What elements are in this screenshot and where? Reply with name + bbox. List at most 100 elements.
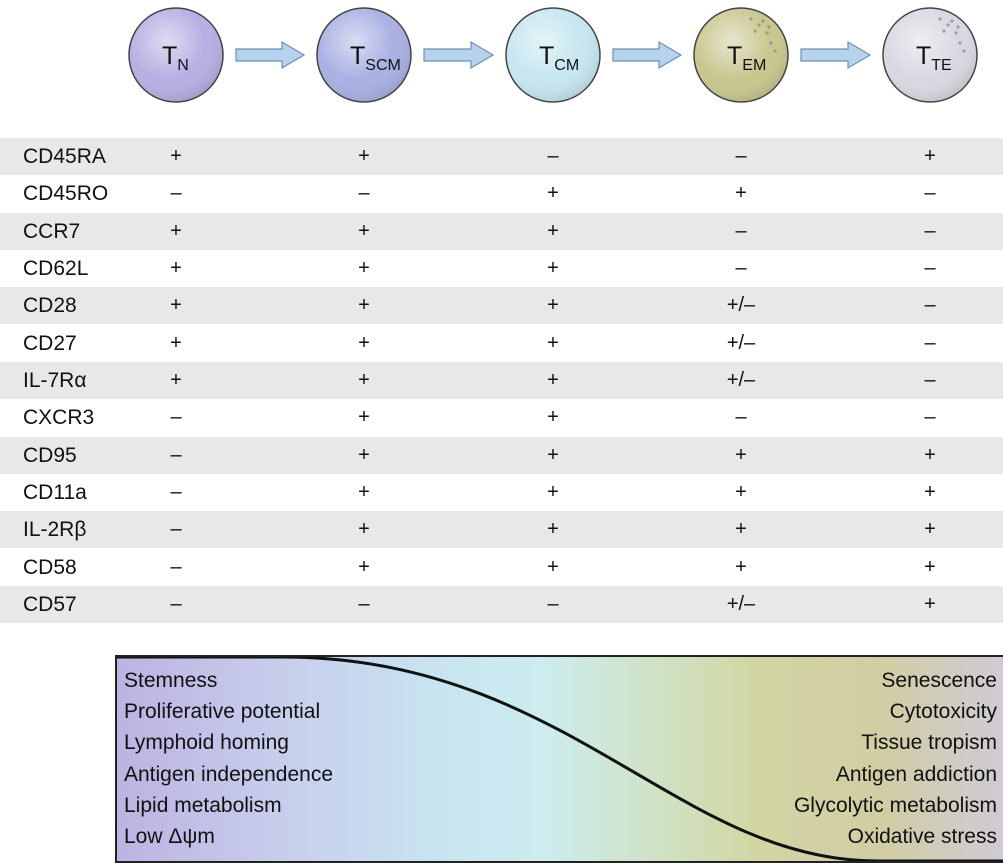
granule-icon bbox=[749, 17, 753, 21]
right-trait: Oxidative stress bbox=[847, 825, 997, 848]
marker-value: + bbox=[358, 481, 370, 503]
marker-value: +/– bbox=[726, 294, 756, 316]
granule-icon bbox=[942, 29, 946, 33]
table-row: CD62L+++–– bbox=[0, 250, 1003, 287]
arrow-icon bbox=[612, 40, 683, 70]
left-trait: Lipid metabolism bbox=[124, 794, 282, 817]
right-trait: Cytotoxicity bbox=[889, 700, 997, 723]
table-row: CD11a–++++ bbox=[0, 474, 1003, 511]
granule-icon bbox=[767, 25, 771, 29]
marker-value: + bbox=[358, 257, 370, 279]
marker-value: – bbox=[924, 332, 936, 354]
granule-icon bbox=[769, 41, 773, 45]
table-row: CD45RA++––+ bbox=[0, 138, 1003, 175]
marker-value: + bbox=[547, 182, 559, 204]
marker-name: CD45RA bbox=[23, 145, 106, 168]
left-trait: Low Δψm bbox=[124, 825, 215, 848]
marker-value: – bbox=[358, 593, 370, 615]
marker-value: – bbox=[924, 294, 936, 316]
marker-value: + bbox=[358, 444, 370, 466]
marker-value: + bbox=[924, 481, 936, 503]
marker-name: IL-7Rα bbox=[23, 369, 87, 392]
marker-value: – bbox=[358, 182, 370, 204]
marker-value: + bbox=[547, 444, 559, 466]
marker-value: + bbox=[547, 518, 559, 540]
marker-value: + bbox=[924, 593, 936, 615]
marker-name: CD62L bbox=[23, 257, 89, 280]
marker-name: CD28 bbox=[23, 294, 77, 317]
marker-value: + bbox=[547, 556, 559, 578]
left-trait: Lymphoid homing bbox=[124, 731, 289, 754]
marker-value: + bbox=[924, 556, 936, 578]
marker-value: + bbox=[358, 220, 370, 242]
table-row: CD58–++++ bbox=[0, 549, 1003, 586]
cell-label: TN bbox=[162, 42, 189, 74]
marker-value: + bbox=[735, 556, 747, 578]
table-row: CCR7+++–– bbox=[0, 213, 1003, 250]
granule-icon bbox=[765, 31, 769, 35]
arrow-icon bbox=[800, 40, 872, 70]
marker-value: – bbox=[924, 257, 936, 279]
cell-label: TSCM bbox=[350, 42, 401, 74]
table-row: CD27++++/–– bbox=[0, 325, 1003, 362]
cell-label: TTE bbox=[916, 42, 952, 74]
left-trait: Antigen independence bbox=[124, 763, 334, 786]
marker-name: CD27 bbox=[23, 332, 77, 355]
granule-icon bbox=[962, 49, 966, 53]
table-row: CD45RO – – + + – bbox=[0, 175, 1003, 212]
granule-icon bbox=[956, 25, 960, 29]
marker-value: + bbox=[358, 556, 370, 578]
granule-icon bbox=[761, 19, 765, 23]
marker-value: +/– bbox=[726, 593, 756, 615]
marker-value: + bbox=[358, 518, 370, 540]
table-row: IL-7Rα++++/–– bbox=[0, 362, 1003, 399]
marker-name: CXCR3 bbox=[23, 406, 95, 429]
marker-value: – bbox=[547, 593, 559, 615]
marker-value: + bbox=[358, 369, 370, 391]
table-row: CXCR3–++–– bbox=[0, 399, 1003, 436]
arrow-icon bbox=[235, 40, 306, 70]
marker-value: + bbox=[547, 220, 559, 242]
marker-name: CD11a bbox=[23, 481, 87, 504]
marker-value: – bbox=[735, 220, 747, 242]
arrow-icon bbox=[423, 40, 495, 70]
marker-value: + bbox=[735, 481, 747, 503]
marker-value: + bbox=[547, 481, 559, 503]
table-row: CD28++++/–– bbox=[0, 287, 1003, 324]
right-trait: Senescence bbox=[881, 669, 997, 692]
marker-value: + bbox=[170, 145, 182, 167]
marker-value: – bbox=[924, 182, 936, 204]
marker-value: + bbox=[170, 220, 182, 242]
marker-name: CD95 bbox=[23, 444, 77, 467]
marker-value: – bbox=[170, 182, 182, 204]
cell-em: TEM bbox=[693, 7, 789, 103]
marker-value: + bbox=[735, 182, 747, 204]
marker-name: CD57 bbox=[23, 593, 77, 616]
marker-value: + bbox=[924, 145, 936, 167]
left-trait: Proliferative potential bbox=[124, 700, 321, 723]
marker-value: – bbox=[735, 406, 747, 428]
right-trait: Glycolytic metabolism bbox=[793, 794, 997, 817]
marker-value: + bbox=[547, 332, 559, 354]
table-row: CD57–––+/–+ bbox=[0, 586, 1003, 623]
marker-value: +/– bbox=[726, 369, 756, 391]
granule-icon bbox=[753, 29, 757, 33]
marker-value: + bbox=[358, 332, 370, 354]
marker-value: + bbox=[170, 294, 182, 316]
marker-name: CD45RO bbox=[23, 182, 109, 205]
marker-value: + bbox=[924, 518, 936, 540]
marker-value: – bbox=[170, 556, 182, 578]
marker-value: – bbox=[170, 444, 182, 466]
marker-name: CCR7 bbox=[23, 220, 81, 243]
marker-value: + bbox=[547, 257, 559, 279]
cell-n: TN bbox=[128, 7, 224, 103]
marker-value: + bbox=[358, 294, 370, 316]
marker-value: – bbox=[924, 369, 936, 391]
right-trait: Tissue tropism bbox=[861, 731, 997, 754]
cell-scm: TSCM bbox=[316, 7, 412, 103]
right-trait: Antigen addiction bbox=[835, 763, 997, 786]
left-trait: Stemness bbox=[124, 669, 218, 692]
marker-value: – bbox=[547, 145, 559, 167]
